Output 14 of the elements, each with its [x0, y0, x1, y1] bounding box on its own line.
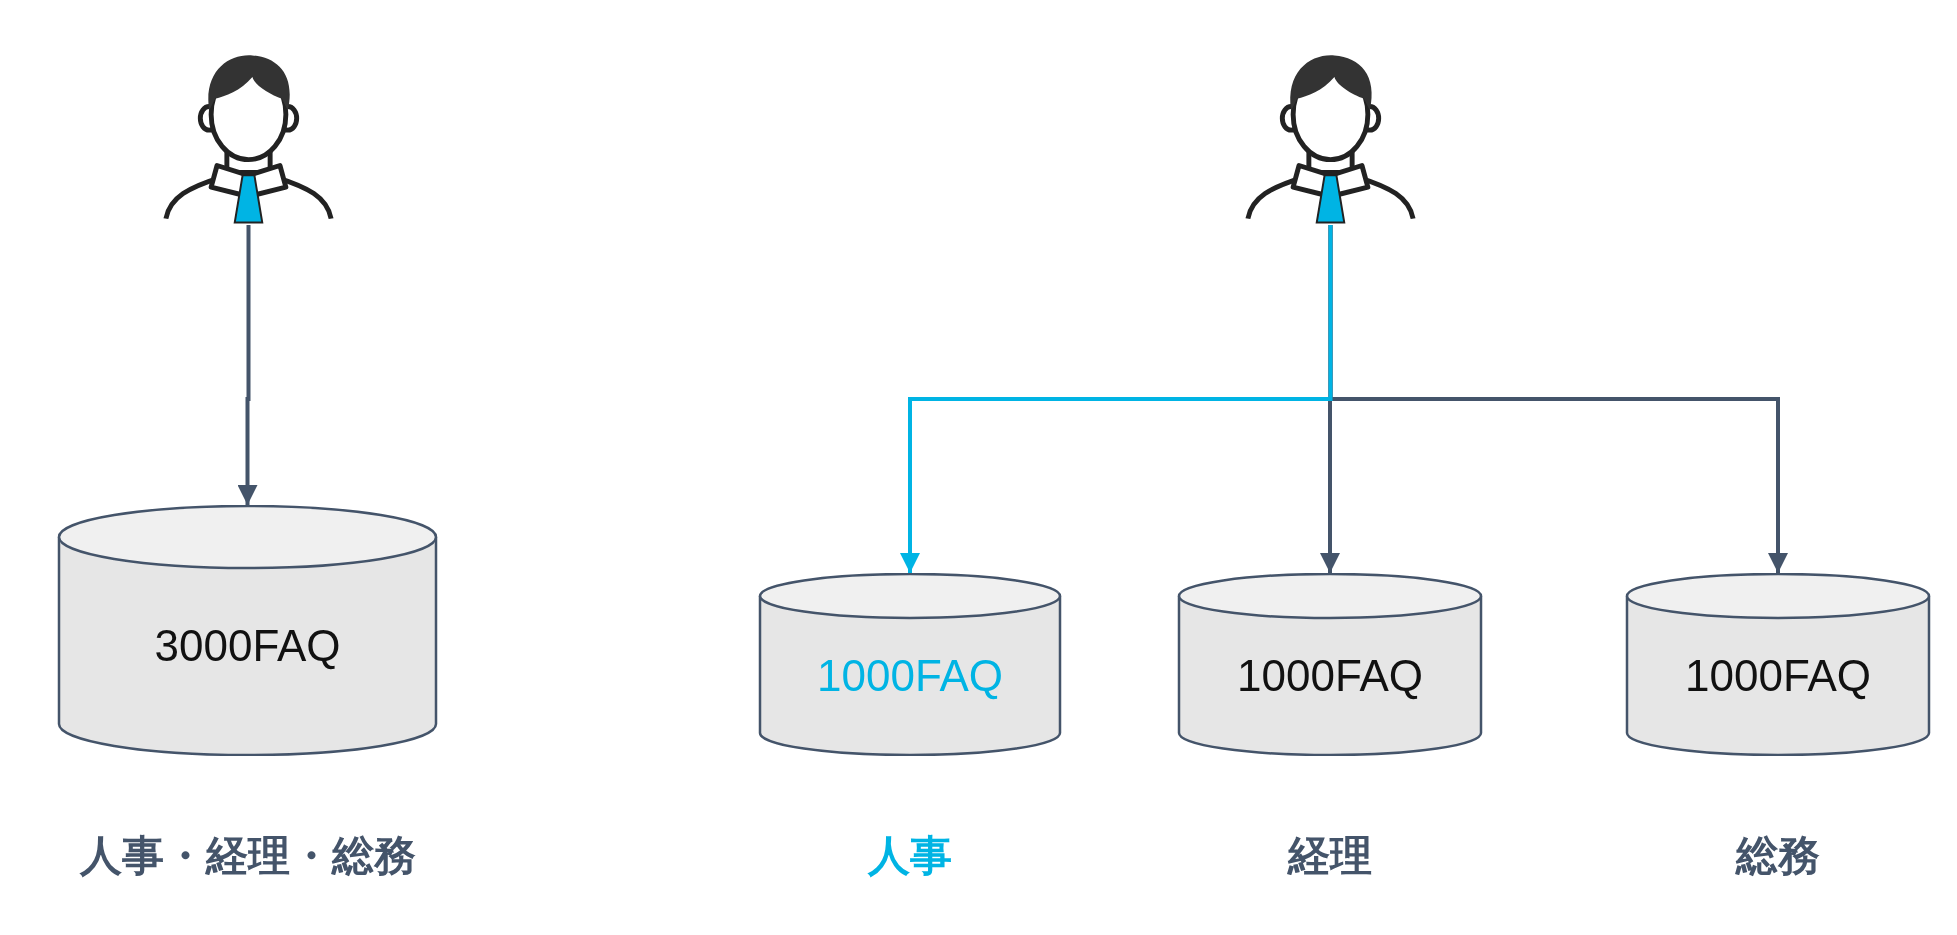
cylinder-label: 1000FAQ: [1237, 653, 1423, 698]
cylinder-label: 3000FAQ: [154, 624, 341, 668]
database-cylinder: [1625, 573, 1931, 756]
cylinder-label: 1000FAQ: [817, 653, 1003, 698]
category-label: 人事・経理・総務: [79, 835, 416, 877]
arrow: [237, 225, 258, 505]
database-cylinder: [57, 505, 438, 756]
cylinder-label: 1000FAQ: [1685, 653, 1871, 698]
arrow: [900, 225, 1333, 573]
category-label: 人事: [868, 835, 952, 877]
database-cylinder: [1177, 573, 1483, 756]
category-label: 経理: [1288, 835, 1372, 877]
category-label: 総務: [1736, 835, 1820, 877]
database-cylinder: [758, 573, 1062, 756]
